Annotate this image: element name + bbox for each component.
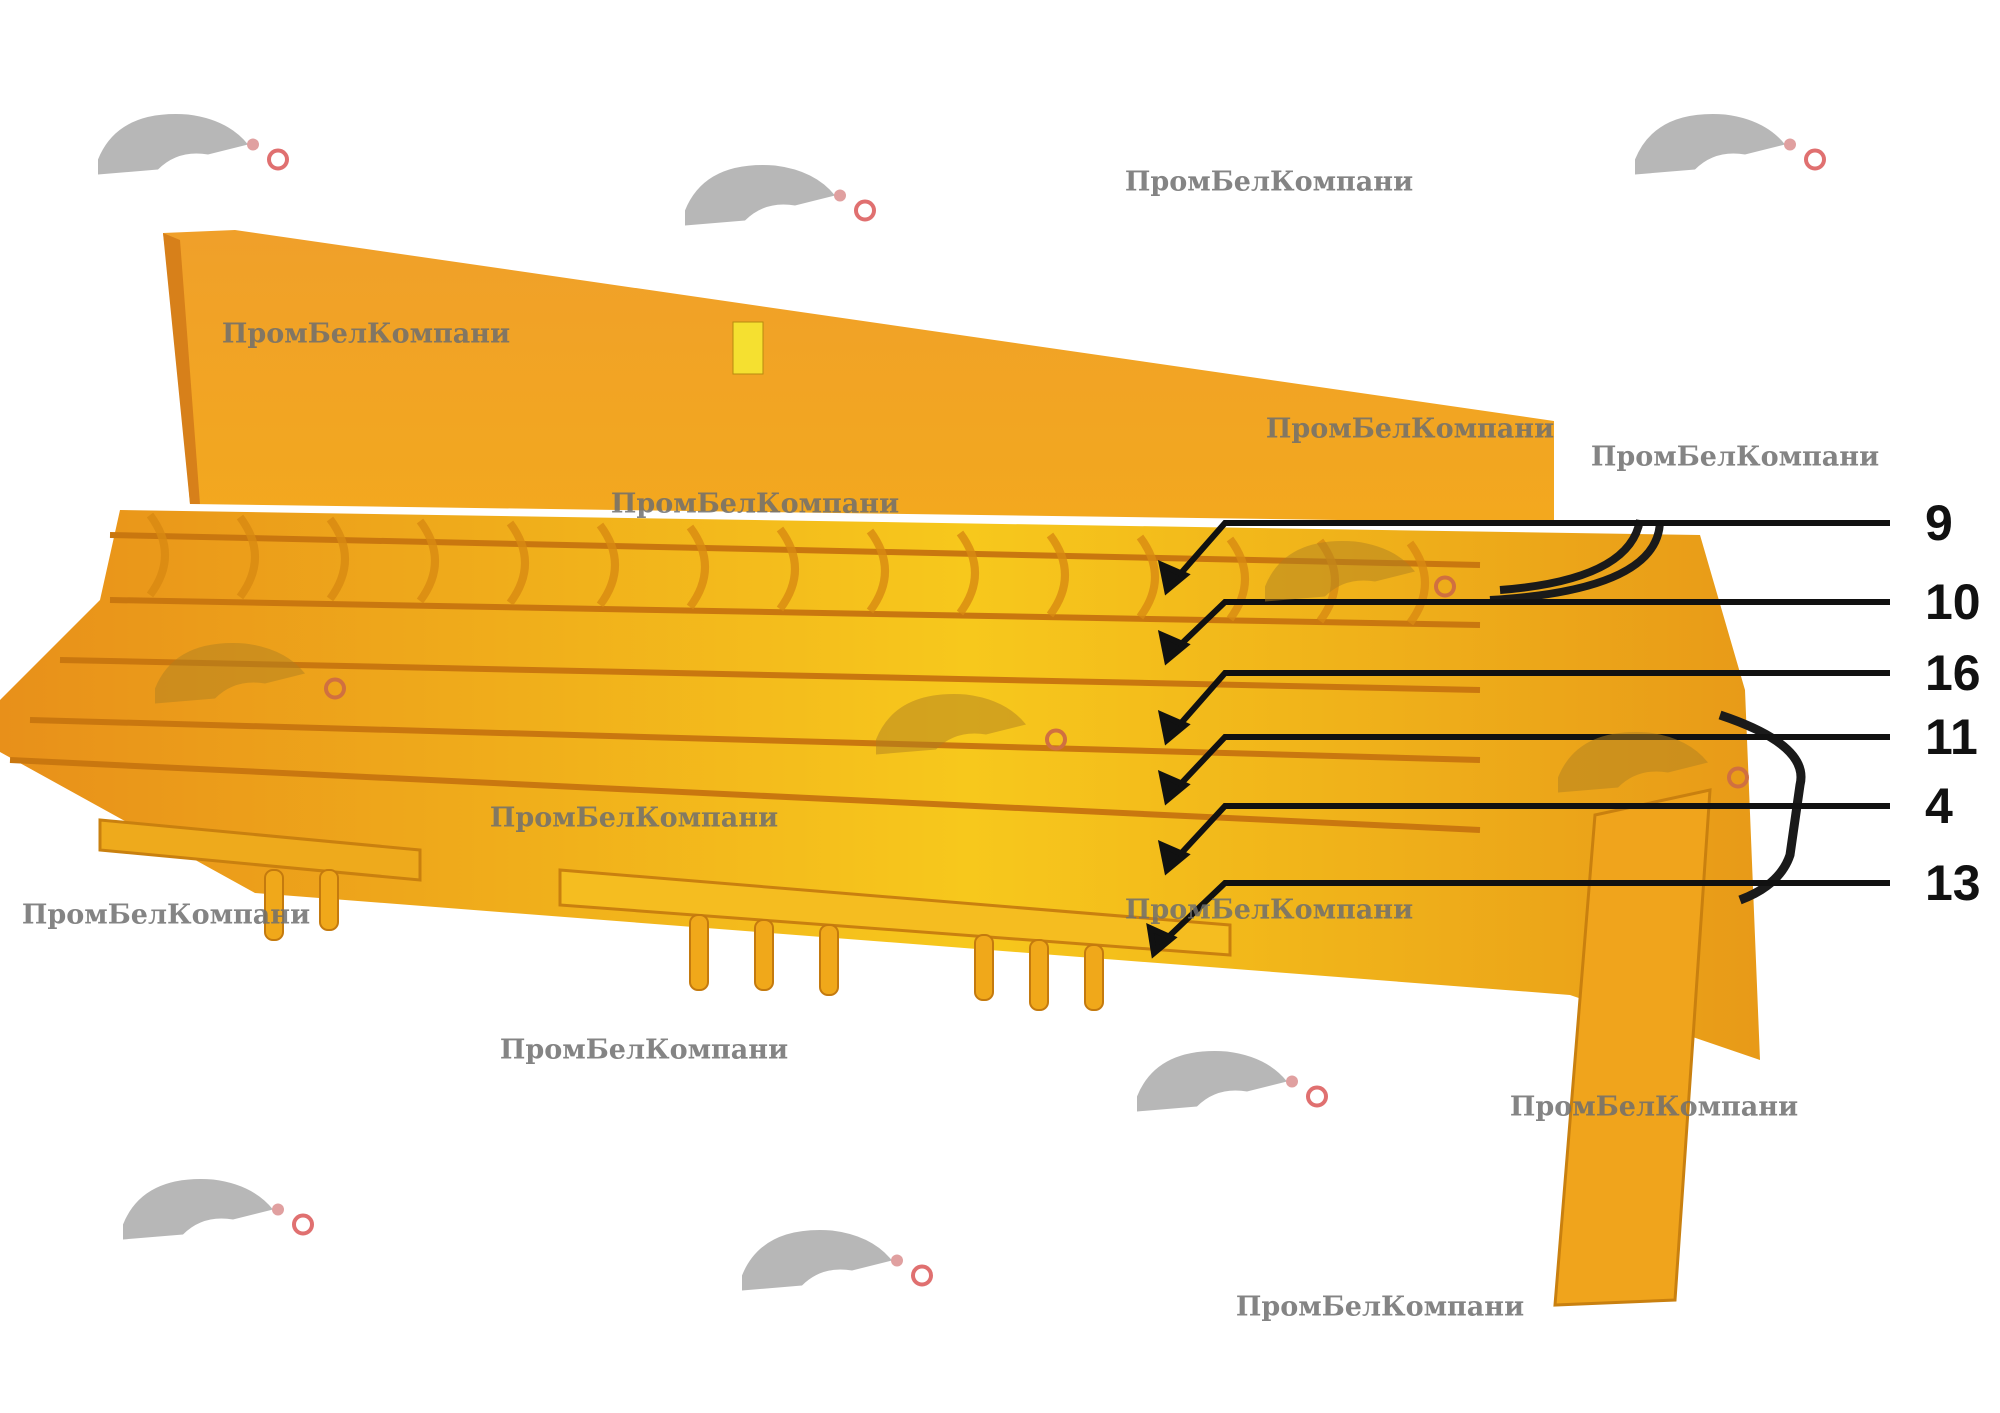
callout-label: 10 [1925, 574, 1981, 630]
watermark-logo [98, 114, 289, 175]
side-plate [1553, 788, 1712, 1307]
watermark-text: ПромБелКомпани [1124, 166, 1414, 198]
rotor-body [0, 510, 1760, 1060]
watermark-logo [685, 165, 876, 226]
watermark-logo [1137, 1051, 1328, 1112]
hopper [163, 230, 1554, 523]
teeth [264, 869, 1104, 1011]
hydraulic-hose-top [1489, 519, 1664, 604]
watermark-logo [1558, 732, 1749, 793]
callout-label: 4 [1925, 778, 1953, 834]
watermark-text: ПромБелКомпани [489, 802, 779, 834]
watermark-logo [1265, 541, 1456, 602]
watermark-text: ПромБелКомпани [610, 488, 900, 520]
watermark-text: ПромБелКомпани [1235, 1291, 1525, 1323]
watermark-logo [155, 643, 346, 704]
lower-frame-bar [558, 868, 1232, 957]
hydraulic-hose [1718, 710, 1806, 905]
left-frame-bar [98, 818, 422, 882]
callout-label: 9 [1925, 495, 1953, 551]
watermark-text: ПромБелКомпани [499, 1034, 789, 1066]
watermark-text: ПромБелКомпани [1509, 1091, 1799, 1123]
watermark-logo [1635, 114, 1826, 175]
watermark-text: ПромБелКомпани [1124, 894, 1414, 926]
watermark-text: ПромБелКомпани [1590, 441, 1880, 473]
watermark-text: ПромБелКомпани [221, 318, 511, 350]
leader-lines [1146, 520, 1890, 959]
watermark-logo [876, 694, 1067, 755]
callout-label: 13 [1925, 855, 1981, 911]
watermark-text: ПромБелКомпани [21, 899, 311, 931]
watermark-logo [123, 1179, 314, 1240]
hopper-front-edge [163, 233, 200, 504]
warning-sticker [732, 321, 764, 375]
watermark-text: ПромБелКомпани [1265, 413, 1555, 445]
watermark-logo [742, 1230, 933, 1291]
callout-label: 11 [1925, 709, 1978, 765]
callout-label: 16 [1925, 645, 1981, 701]
